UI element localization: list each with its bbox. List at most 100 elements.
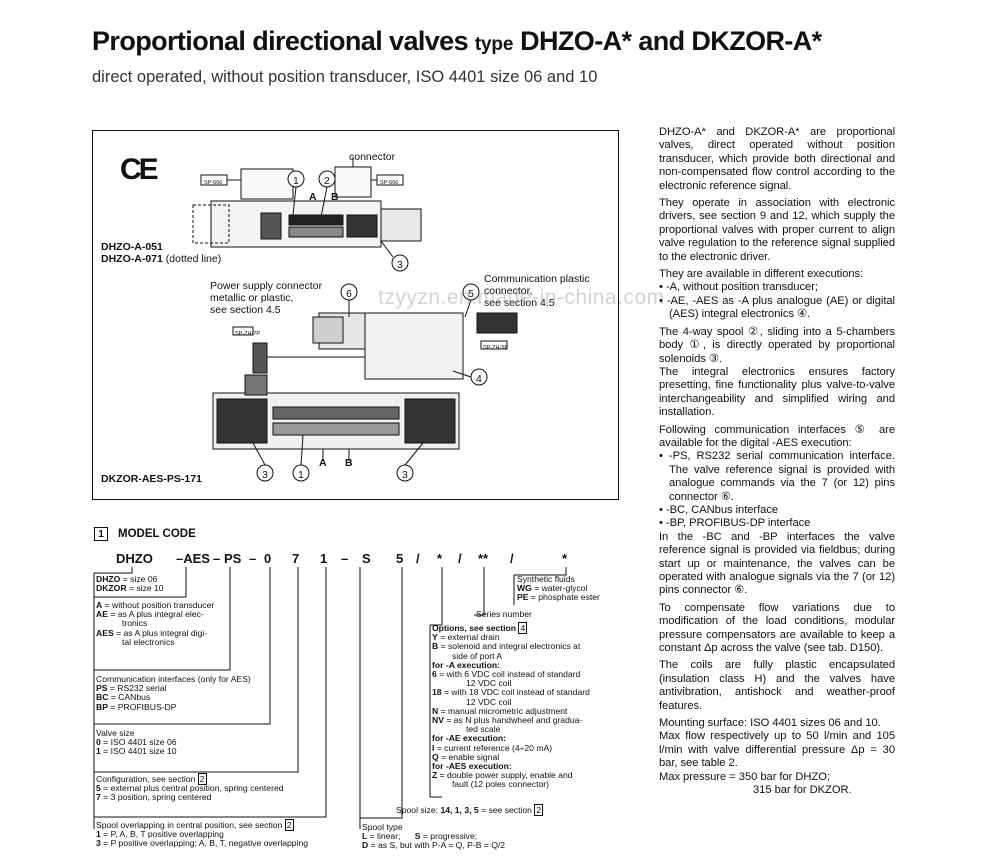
page-title: Proportional directional valves type DHZ…	[92, 26, 822, 57]
option-key: 18	[432, 687, 442, 698]
valve-drawing	[192, 157, 518, 482]
option-text: = double power supply, enable and	[439, 770, 573, 781]
title-models: DHZO-A* and DKZOR-A*	[520, 26, 822, 56]
power-supply-line-3: see section 4.5	[210, 304, 281, 316]
callout-6: 6	[346, 288, 352, 300]
code-token-spool-type: S	[362, 551, 371, 566]
option-text: = with 6 VDC coil instead of standard	[439, 669, 581, 680]
dhzo-model-2: DHZO-A-071	[101, 253, 163, 265]
desc-electronics: The integral electronics ensures factory…	[659, 365, 895, 419]
option-key: B	[432, 641, 439, 652]
valve-size-text: = ISO 4401 size 06	[103, 737, 177, 748]
options-line: N = manual micrometric adjustment	[432, 705, 612, 716]
desc-executions-title: They are available in different executio…	[659, 268, 864, 281]
callout-2-top: 2	[324, 175, 330, 187]
comm-line: BC = CANbus	[96, 693, 251, 702]
options-section-ref: 4	[518, 622, 528, 634]
fluids-title: Synthetic fluids	[517, 574, 575, 584]
comm-key: BP	[96, 701, 108, 712]
options-line: side of port A	[432, 650, 612, 661]
option-text: = manual micrometric adjustment	[440, 705, 568, 716]
configuration-section-ref: 2	[197, 773, 207, 785]
execution-line: A = without position transducer	[96, 600, 222, 610]
fluids-line: WG = water-glycol	[517, 584, 600, 593]
comm-line: BP = PROFIBUS-DP	[96, 701, 251, 712]
options-subheading: for -AES execution:	[432, 761, 512, 772]
options-title-line: Options, see section 4	[432, 622, 612, 634]
watermark: tzyyzn.en.made-in-china.com	[378, 286, 665, 309]
code-token-series: **	[478, 551, 489, 566]
execution-text: = without position transducer	[104, 600, 215, 610]
code-token-dash-1: –	[213, 551, 221, 566]
option-key: Y	[432, 632, 438, 643]
spool-size-block: Spool size: 14, 1, 3, 5 = see section 2	[396, 804, 544, 816]
options-line: fault (12 poles connector)	[432, 780, 612, 789]
option-text: = current reference (4÷20 mA)	[436, 742, 553, 753]
spool-size-values: 14, 1, 3, 5	[440, 805, 479, 815]
code-token-slash-3: /	[510, 551, 514, 566]
option-text: = as N plus handwheel and gradua-	[446, 715, 583, 726]
option-text: side of port A	[452, 650, 503, 661]
spool-size-section-ref: 2	[534, 804, 544, 816]
comm-list-item: -BP, PROFIBUS-DP interface	[659, 517, 895, 530]
series-dkzor: DKZOR = size 10	[96, 584, 164, 593]
power-supply-line-2: metallic or plastic,	[210, 292, 294, 304]
valve-size-line: 1 = ISO 4401 size 10	[96, 747, 177, 756]
desc-drivers: They operate in association with electro…	[659, 197, 895, 263]
series-dhzo-key: DHZO	[96, 574, 121, 584]
valve-size-title: Valve size	[96, 728, 135, 738]
execution-line: AE = as A plus integral elec-	[96, 610, 222, 619]
desc-fieldbus: In the -BC and -BP interfaces the valve …	[659, 530, 895, 597]
section-number: 1	[94, 527, 108, 541]
options-title: Options, see section	[432, 623, 517, 633]
code-token-slash-1: /	[416, 551, 420, 566]
spool-type-key-d: D	[362, 840, 369, 851]
callout-5: 5	[468, 288, 474, 300]
dhzo-model-2-line: DHZO-A-071 (dotted line)	[101, 253, 221, 265]
port-a-bottom: A	[319, 457, 327, 469]
option-text: fault (12 poles connector)	[452, 779, 549, 790]
dhzo-model-2-note: (dotted line)	[165, 253, 222, 265]
configuration-text: = 3 position, spring centered	[103, 792, 212, 803]
code-token-options: *	[437, 551, 443, 566]
option-key: Q	[432, 751, 439, 762]
callout-1-bottom: 1	[298, 469, 304, 481]
code-token-dhzo: DHZO	[116, 551, 153, 566]
power-supply-line-1: Power supply connector	[210, 280, 323, 292]
sp666-left-label: SP-666	[204, 180, 223, 186]
desc-compensation: To compensate flow variations due to mod…	[659, 601, 895, 655]
options-line: I = current reference (4÷20 mA)	[432, 742, 612, 753]
configuration-line: 7 = 3 position, spring centered	[96, 793, 284, 802]
options-line: Z = double power supply, enable and	[432, 771, 612, 780]
ce-mark: CE	[120, 153, 159, 186]
option-text: 12 VDC coil	[466, 678, 512, 689]
callout-3-bottom-left: 3	[262, 469, 268, 481]
fluids-block: Synthetic fluids WG = water-glycol PE = …	[517, 574, 600, 603]
comm-connector-line-1: Communication plastic	[484, 273, 590, 285]
comm-text: = RS232 serial	[109, 683, 167, 694]
series-dkzor-key: DKZOR	[96, 583, 127, 594]
port-b-bottom: B	[345, 457, 353, 469]
description-column: DHZO-A* and DKZOR-A* are proportional va…	[659, 126, 895, 798]
callout-3-top: 3	[397, 259, 403, 271]
fluids-text: = water-glycol	[534, 583, 588, 594]
execution-text: = as A plus integral digi-	[116, 627, 208, 638]
spool-overlap-text: = P, A, B, T positive overlapping	[103, 829, 224, 840]
comm-connector-line-3: see section 4.5	[484, 297, 555, 309]
spool-size-tail: = see section	[481, 805, 532, 815]
configuration-key: 5	[96, 783, 101, 794]
execution-text: tronics	[122, 618, 148, 629]
valve-figure: CE connector SP-666 SP-666 1 2 3 A B DHZ…	[92, 130, 619, 500]
code-token-dash-3: –	[341, 551, 349, 566]
spool-type-key-2: S	[414, 831, 421, 842]
spool-overlap-section-ref: 2	[284, 819, 294, 831]
comm-title: Communication interfaces (only for AES)	[96, 674, 251, 684]
title-main: Proportional directional valves	[92, 26, 469, 56]
options-line: 12 VDC coil	[432, 679, 612, 688]
option-text: = external drain	[440, 632, 500, 643]
configuration-title-line: Configuration, see section 2	[96, 773, 284, 785]
execution-key: AES	[96, 627, 114, 638]
comm-key: PS	[96, 683, 108, 694]
series-dhzo-text: = size 06	[122, 574, 158, 584]
